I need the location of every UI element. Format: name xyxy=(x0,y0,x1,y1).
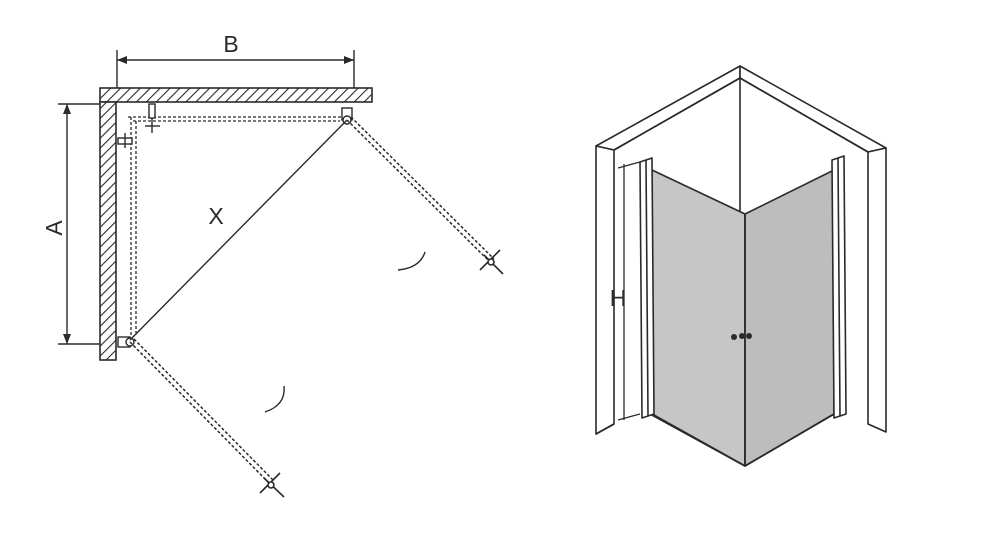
dimension-b xyxy=(116,50,355,88)
door-handle-left xyxy=(259,472,285,498)
dimension-b-label: B xyxy=(223,31,238,57)
door-panel-left-open xyxy=(129,338,275,485)
plan-view: B A xyxy=(41,31,504,498)
door-panel-right-open xyxy=(346,116,495,263)
dimension-h-label: H xyxy=(610,285,627,311)
wall-hinge-top xyxy=(145,103,160,133)
wall-profile-right xyxy=(831,155,847,419)
door-knobs xyxy=(731,333,752,340)
wall-profile-left xyxy=(639,157,655,419)
wall-hinge-left xyxy=(117,133,133,148)
swing-arc-left xyxy=(264,385,285,413)
dimension-a-label: A xyxy=(41,220,67,236)
perspective-view: H xyxy=(595,65,887,467)
diagonal-x-label: X xyxy=(208,203,223,229)
wall-top xyxy=(99,87,373,103)
door-handle-right xyxy=(479,249,504,275)
dimension-h xyxy=(617,161,641,421)
swing-arc-right xyxy=(397,251,426,271)
post-top-right xyxy=(341,107,353,125)
dimension-a xyxy=(58,103,100,345)
diagonal-x xyxy=(129,119,348,341)
back-walls xyxy=(595,65,887,435)
fixed-profile-outline xyxy=(128,116,346,335)
wall-left xyxy=(99,101,117,361)
